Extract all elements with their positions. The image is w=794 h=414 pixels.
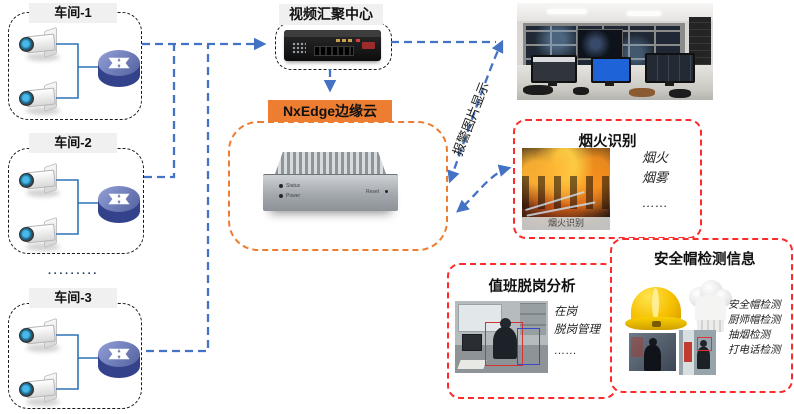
person-silhouette bbox=[649, 338, 657, 346]
duty-item-ellipsis: …… bbox=[554, 345, 577, 357]
edge-device-heatsink bbox=[275, 152, 386, 174]
smoking-detection-photo bbox=[629, 333, 676, 371]
camera-icon bbox=[18, 317, 64, 353]
camera-icon bbox=[18, 216, 64, 252]
helmet-detection-title: 安全帽检测信息 bbox=[654, 252, 756, 268]
phone-call-detection-photo bbox=[679, 330, 716, 375]
fire-photo: 烟火识别 bbox=[522, 148, 610, 230]
desk-monitor bbox=[531, 55, 577, 83]
router-icon bbox=[96, 185, 142, 225]
edge-cloud-title: NxEdge边缘云 bbox=[268, 100, 392, 122]
helmet-item: 抽烟检测 bbox=[728, 329, 770, 341]
power-led bbox=[279, 194, 283, 198]
fire-recognition-title: 烟火识别 bbox=[578, 134, 637, 150]
router-icon bbox=[96, 49, 142, 89]
camera-shadow bbox=[26, 53, 60, 61]
detection-bounding-box bbox=[517, 328, 540, 365]
fire-item: 烟雾 bbox=[642, 170, 669, 185]
camera-icon bbox=[18, 26, 64, 62]
helmet-item: 厨师帽检测 bbox=[728, 314, 781, 326]
workshop-2-label: 车间-2 bbox=[29, 133, 117, 153]
camera-icon bbox=[18, 80, 64, 116]
flow-edge-fire-box bbox=[456, 164, 512, 213]
reset-label: Reset bbox=[366, 189, 380, 195]
fire-photo-caption: 烟火识别 bbox=[522, 217, 610, 230]
chef-hat-icon bbox=[688, 280, 733, 333]
fire-item-ellipsis: …… bbox=[642, 195, 668, 210]
fire-item: 烟火 bbox=[642, 150, 669, 165]
status-label: Status bbox=[286, 183, 301, 189]
router-arrows-icon bbox=[108, 57, 130, 69]
flow-ws2-to-hub bbox=[144, 45, 176, 179]
nvr-brand-badge bbox=[362, 42, 375, 49]
desk-monitor bbox=[591, 57, 631, 83]
reset-button bbox=[385, 190, 388, 193]
duty-item: 在岗 bbox=[554, 306, 577, 318]
safety-helmet-icon bbox=[625, 284, 687, 333]
nvr-logo bbox=[292, 42, 306, 54]
desk-monitor bbox=[645, 53, 695, 83]
camera-icon bbox=[18, 371, 64, 407]
workshop-3-label: 车间-3 bbox=[29, 288, 117, 308]
helmet-item: 打电话检测 bbox=[728, 344, 781, 356]
helmet-detection-box: 安全帽检测信息 安全帽检测 厨师帽检测 抽烟检测 打电话检测 bbox=[610, 238, 793, 393]
nvr-leds bbox=[336, 39, 340, 42]
nvr-ports bbox=[314, 46, 354, 56]
control-room-photo bbox=[517, 3, 713, 100]
router-arrows-icon bbox=[108, 193, 130, 205]
edge-device-front bbox=[263, 174, 398, 211]
duty-office-photo bbox=[455, 301, 548, 373]
person-silhouette bbox=[700, 340, 707, 347]
video-wall-main-screen bbox=[577, 29, 623, 59]
video-hub-title: 视频汇聚中心 bbox=[279, 4, 383, 25]
camera-lens bbox=[19, 37, 34, 52]
person-silhouette bbox=[500, 318, 511, 329]
flow-ws3-to-hub bbox=[146, 45, 210, 353]
duty-item: 脱岗管理 bbox=[554, 324, 600, 336]
alarm-display-label: 报警图片显示 bbox=[449, 79, 492, 158]
helmet-item: 安全帽检测 bbox=[728, 299, 781, 311]
duty-analysis-box: 值班脱岗分析 在岗 脱岗管理 …… bbox=[447, 263, 617, 399]
router-icon bbox=[96, 340, 142, 380]
detection-bounding-box bbox=[697, 337, 712, 351]
power-label: Power bbox=[286, 193, 301, 199]
fire-recognition-box: 烟火识别 烟火识别 烟火 烟雾 …… bbox=[513, 119, 702, 239]
edge-device: Status Power Reset bbox=[263, 152, 398, 212]
camera-icon bbox=[18, 162, 64, 198]
status-led bbox=[279, 184, 283, 188]
workshop-1-label: 车间-1 bbox=[29, 3, 117, 23]
more-workshops-ellipsis: ········· bbox=[48, 268, 99, 280]
duty-analysis-title: 值班脱岗分析 bbox=[488, 279, 576, 295]
router-arrows-icon bbox=[108, 348, 130, 360]
nvr-device bbox=[284, 30, 381, 61]
